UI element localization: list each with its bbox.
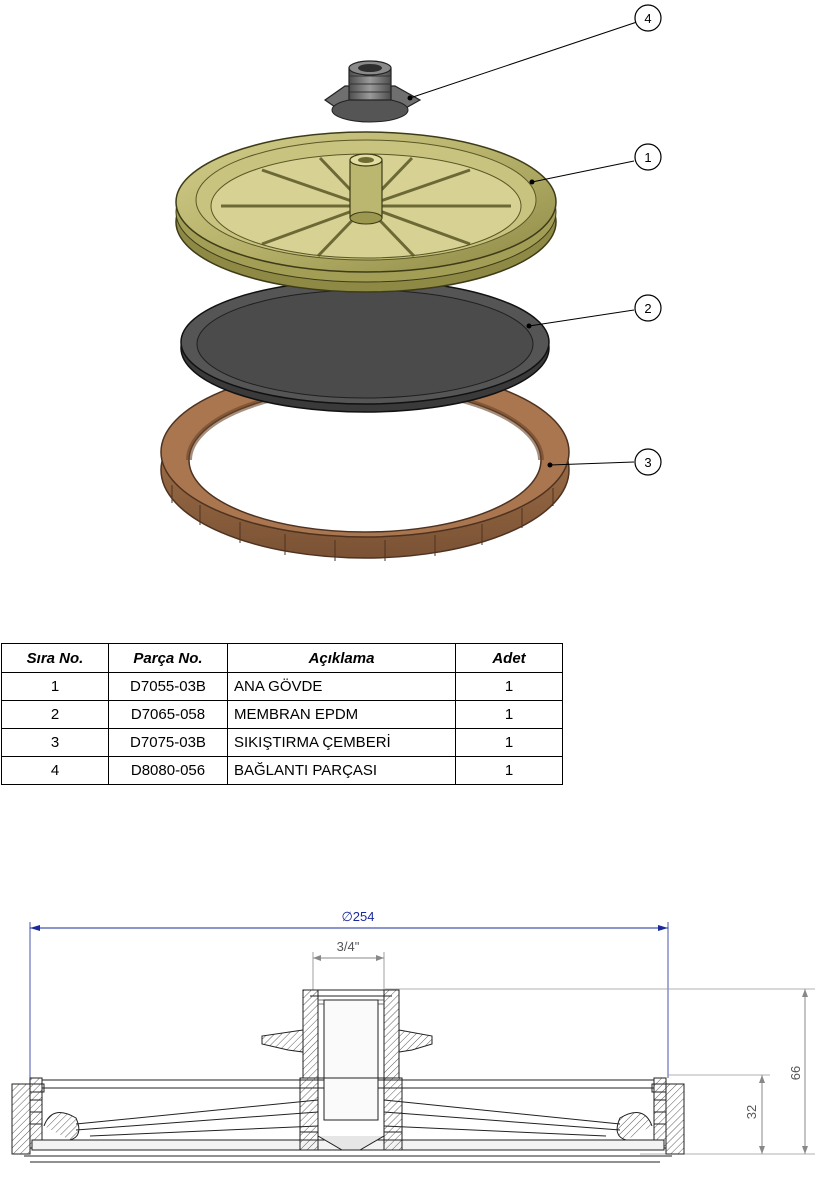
clamping-ring-part-3 xyxy=(160,366,570,561)
table-row: 4 D8080-056 BAĞLANTI PARÇASI 1 xyxy=(1,756,563,785)
dimension-diameter: ∅254 xyxy=(29,909,669,1088)
cell-adet: 1 xyxy=(455,728,563,757)
cell-parca: D7055-03B xyxy=(108,672,228,701)
section-view-drawing: ∅254 3/4" 66 32 xyxy=(11,909,815,1163)
dimension-diameter-label: ∅254 xyxy=(341,909,374,924)
balloon-1: 1 xyxy=(634,143,662,171)
balloon-4-label: 4 xyxy=(644,11,651,26)
table-row: 2 D7065-058 MEMBRAN EPDM 1 xyxy=(1,700,563,729)
cell-parca: D8080-056 xyxy=(108,756,228,785)
table-header-row: Sıra No. Parça No. Açıklama Adet xyxy=(1,643,563,673)
balloon-2: 2 xyxy=(634,294,662,322)
dimension-height-total: 66 xyxy=(385,988,815,1154)
cell-aciklama: MEMBRAN EPDM xyxy=(227,700,456,729)
cell-adet: 1 xyxy=(455,756,563,785)
cell-sira: 1 xyxy=(1,672,109,701)
dimension-height-total-label: 66 xyxy=(788,1066,803,1080)
cell-adet: 1 xyxy=(455,700,563,729)
connection-fitting-part-4 xyxy=(323,60,422,123)
main-body-part-1 xyxy=(175,131,557,293)
dimension-thread: 3/4" xyxy=(312,939,385,990)
header-aciklama: Açıklama xyxy=(227,643,456,673)
balloon-2-label: 2 xyxy=(644,301,651,316)
cell-aciklama: BAĞLANTI PARÇASI xyxy=(227,756,456,785)
membrane-part-2 xyxy=(180,279,550,413)
cell-aciklama: SIKIŞTIRMA ÇEMBERİ xyxy=(227,728,456,757)
balloon-3-label: 3 xyxy=(644,455,651,470)
balloon-3: 3 xyxy=(634,448,662,476)
cell-parca: D7065-058 xyxy=(108,700,228,729)
section-geometry xyxy=(11,989,685,1163)
parts-list-table: Sıra No. Parça No. Açıklama Adet 1 D7055… xyxy=(1,643,563,785)
balloon-1-label: 1 xyxy=(644,150,651,165)
table-row: 3 D7075-03B SIKIŞTIRMA ÇEMBERİ 1 xyxy=(1,728,563,757)
header-sira-no: Sıra No. xyxy=(1,643,109,673)
cell-adet: 1 xyxy=(455,672,563,701)
cell-aciklama: ANA GÖVDE xyxy=(227,672,456,701)
cell-parca: D7075-03B xyxy=(108,728,228,757)
cell-sira: 3 xyxy=(1,728,109,757)
dimension-height-body-label: 32 xyxy=(744,1105,759,1119)
header-adet: Adet xyxy=(455,643,563,673)
cell-sira: 2 xyxy=(1,700,109,729)
header-parca-no: Parça No. xyxy=(108,643,228,673)
cell-sira: 4 xyxy=(1,756,109,785)
dimension-thread-label: 3/4" xyxy=(337,939,360,954)
exploded-assembly-view: 4 1 2 3 xyxy=(160,4,662,561)
balloon-4: 4 xyxy=(634,4,662,32)
table-row: 1 D7055-03B ANA GÖVDE 1 xyxy=(1,672,563,701)
